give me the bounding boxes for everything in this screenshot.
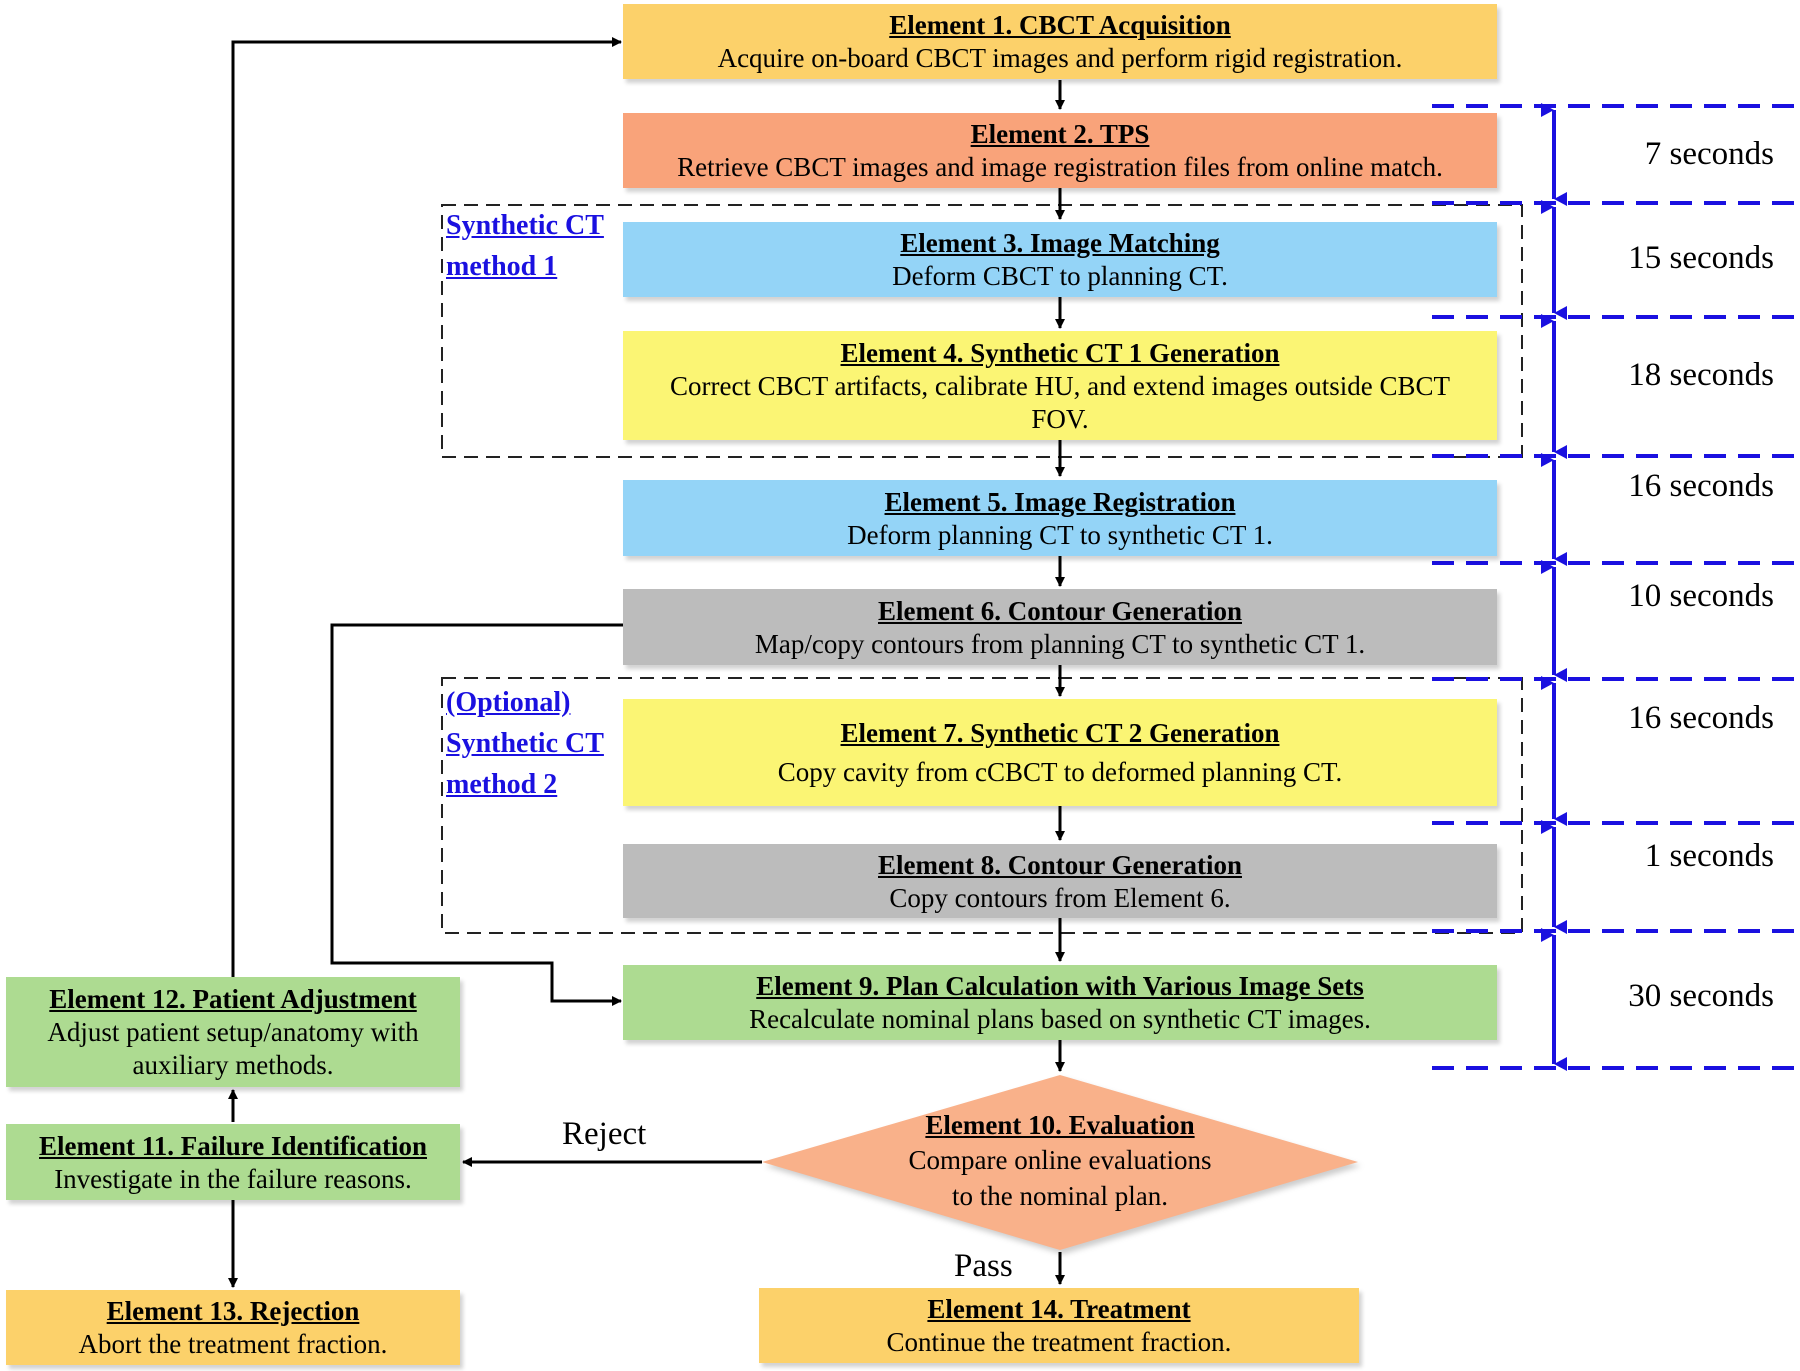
element-7-desc: Copy cavity from cCBCT to deformed plann…: [777, 757, 1343, 787]
element-12-patient-adjustment: Element 12. Patient Adjustment Adjust pa…: [6, 977, 460, 1087]
element-10-title: Element 10. Evaluation: [925, 1110, 1195, 1140]
element-14-title: Element 14. Treatment: [927, 1294, 1191, 1324]
element-3-title: Element 3. Image Matching: [900, 228, 1220, 258]
element-10-evaluation: Element 10. Evaluation Compare online ev…: [812, 1108, 1308, 1214]
element-5-image-registration: Element 5. Image Registration Deform pla…: [623, 480, 1497, 556]
group-label-method-1: Synthetic CT method 1: [446, 205, 604, 287]
timing-label-element-2: 7 seconds: [1644, 136, 1774, 172]
element-7-synthetic-ct-2-generation: Element 7. Synthetic CT 2 Generation Cop…: [623, 699, 1497, 806]
group-box-method-1: [441, 204, 1523, 458]
timing-label-element-3: 15 seconds: [1628, 240, 1774, 276]
element-4-title: Element 4. Synthetic CT 1 Generation: [840, 337, 1280, 368]
element-1-cbct-acquisition: Element 1. CBCT Acquisition Acquire on-b…: [623, 4, 1497, 79]
element-2-desc: Retrieve CBCT images and image registrat…: [677, 152, 1443, 182]
element-5-title: Element 5. Image Registration: [884, 486, 1236, 517]
element-10-desc-line-1: Compare online evaluations: [908, 1145, 1212, 1175]
timing-label-element-9: 30 seconds: [1628, 978, 1774, 1014]
element-7-title: Element 7. Synthetic CT 2 Generation: [840, 718, 1280, 748]
element-2-tps: Element 2. TPS Retrieve CBCT images and …: [623, 113, 1497, 188]
element-2-title: Element 2. TPS: [970, 119, 1150, 149]
element-3-desc: Deform CBCT to planning CT.: [892, 261, 1228, 291]
element-14-treatment: Element 14. Treatment Continue the treat…: [759, 1288, 1359, 1363]
timing-divider-lines: [1432, 104, 1800, 1070]
element-12-title: Element 12. Patient Adjustment: [49, 984, 417, 1014]
element-14-desc: Continue the treatment fraction.: [886, 1327, 1232, 1357]
element-13-desc: Abort the treatment fraction.: [78, 1329, 388, 1359]
timing-label-element-7: 16 seconds: [1628, 700, 1774, 736]
element-8-title: Element 8. Contour Generation: [878, 849, 1242, 880]
element-11-failure-identification: Element 11. Failure Identification Inves…: [6, 1124, 460, 1200]
timing-label-element-6: 10 seconds: [1628, 578, 1774, 614]
timing-label-element-5: 16 seconds: [1628, 468, 1774, 504]
timing-label-element-4: 18 seconds: [1628, 357, 1774, 393]
element-4-desc: Correct CBCT artifacts, calibrate HU, an…: [669, 370, 1451, 434]
group-label-method-1-line-1: Synthetic CT: [446, 210, 604, 241]
element-6-desc: Map/copy contours from planning CT to sy…: [754, 628, 1366, 659]
element-3-image-matching: Element 3. Image Matching Deform CBCT to…: [623, 222, 1497, 297]
element-9-title: Element 9. Plan Calculation with Various…: [756, 971, 1364, 1001]
element-8-desc: Copy contours from Element 6.: [889, 882, 1231, 913]
group-label-method-1-line-2: method 1: [446, 251, 558, 282]
group-label-method-2-line-2: Synthetic CT: [446, 728, 604, 759]
edge-label-pass: Pass: [954, 1248, 1013, 1284]
element-6-contour-generation: Element 6. Contour Generation Map/copy c…: [623, 589, 1497, 665]
edge-label-reject: Reject: [562, 1116, 647, 1152]
group-label-method-2-line-1: (Optional): [446, 687, 571, 718]
group-label-method-2: (Optional) Synthetic CT method 2: [446, 682, 604, 805]
element-9-desc: Recalculate nominal plans based on synth…: [749, 1004, 1371, 1034]
element-6-title: Element 6. Contour Generation: [878, 595, 1242, 626]
element-1-title: Element 1. CBCT Acquisition: [889, 10, 1231, 40]
decision-diamond-e10: [762, 1075, 1358, 1250]
element-13-title: Element 13. Rejection: [106, 1296, 360, 1326]
element-9-plan-calculation: Element 9. Plan Calculation with Various…: [623, 965, 1497, 1040]
element-1-desc: Acquire on-board CBCT images and perform…: [717, 43, 1403, 73]
group-box-method-2: [441, 677, 1523, 934]
timing-label-element-8: 1 seconds: [1644, 838, 1774, 874]
element-11-title: Element 11. Failure Identification: [39, 1130, 427, 1161]
flow-arrows: [228, 37, 1065, 1288]
element-12-desc: Adjust patient setup/anatomy with auxili…: [47, 1017, 419, 1080]
element-13-rejection: Element 13. Rejection Abort the treatmen…: [6, 1290, 460, 1365]
group-label-method-2-line-3: method 2: [446, 769, 558, 800]
element-10-desc-line-2: to the nominal plan.: [952, 1181, 1168, 1211]
element-11-desc: Investigate in the failure reasons.: [54, 1163, 412, 1194]
element-8-contour-generation: Element 8. Contour Generation Copy conto…: [623, 844, 1497, 918]
element-4-synthetic-ct-1-generation: Element 4. Synthetic CT 1 Generation Cor…: [623, 331, 1497, 440]
element-5-desc: Deform planning CT to synthetic CT 1.: [847, 519, 1273, 550]
